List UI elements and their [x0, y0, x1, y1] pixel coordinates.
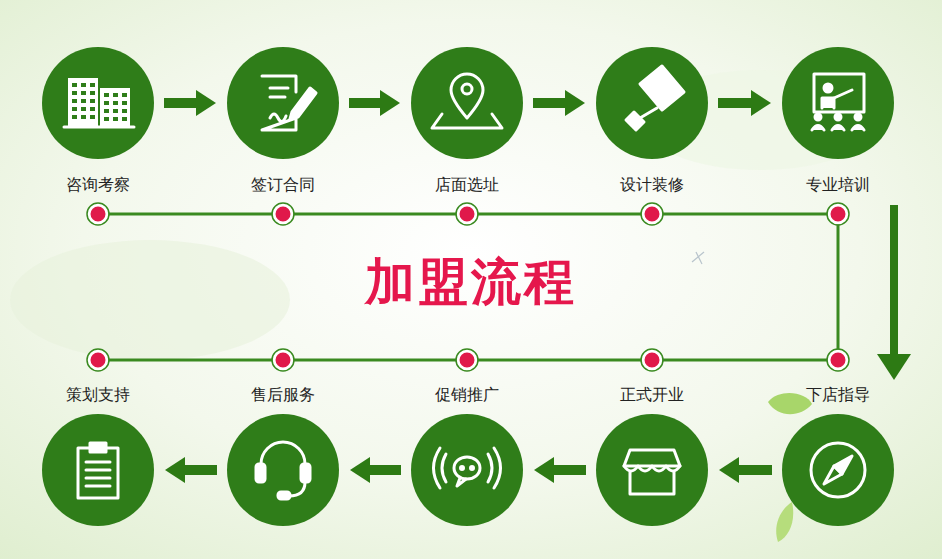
window: [113, 117, 118, 121]
step-label: 咨询考察: [40, 175, 156, 195]
window: [122, 117, 127, 121]
sparkle: [692, 252, 704, 264]
step-node: 下店指导: [780, 385, 896, 526]
step-label: 策划支持: [40, 385, 156, 405]
flow-arrow: [349, 98, 381, 108]
step-node: 促销推广: [409, 385, 525, 526]
step-circle: [596, 47, 708, 159]
window: [90, 91, 95, 95]
step-node: 店面选址: [409, 47, 525, 195]
window: [113, 101, 118, 105]
leaf: [768, 393, 812, 414]
step-label: 售后服务: [225, 385, 341, 405]
window: [72, 83, 77, 87]
promotion-icon: [434, 448, 501, 488]
flow-arrow: [718, 98, 752, 108]
shop-icon: [624, 450, 680, 494]
window: [72, 115, 77, 119]
step-circle: [596, 414, 708, 526]
leaf: [776, 502, 793, 542]
step-node: 售后服务: [225, 385, 341, 526]
step-circle: [411, 414, 523, 526]
building-icon: [64, 78, 134, 127]
window: [81, 91, 86, 95]
step-circle: [227, 414, 339, 526]
step-node: 设计装修: [594, 47, 710, 195]
window: [90, 107, 95, 111]
step-circle: [782, 47, 894, 159]
clipboard-icon: [78, 443, 118, 498]
step-node: 咨询考察: [40, 47, 156, 195]
flow-arrow: [184, 465, 217, 475]
blur-spot: [10, 240, 290, 360]
flow-arrow: [738, 465, 772, 475]
paint-roller-icon: [626, 66, 684, 130]
step-label: 专业培训: [780, 175, 896, 195]
window: [113, 109, 118, 113]
step-label: 下店指导: [780, 385, 896, 405]
flow-arrow: [164, 98, 197, 108]
window: [104, 101, 109, 105]
step-circle: [782, 414, 894, 526]
window: [90, 83, 95, 87]
contract-icon: [262, 76, 316, 130]
window: [104, 109, 109, 113]
step-label: 店面选址: [409, 175, 525, 195]
window: [122, 101, 127, 105]
training-icon: [812, 74, 864, 130]
step-node: 专业培训: [780, 47, 896, 195]
window: [90, 115, 95, 119]
window: [81, 107, 86, 111]
window: [104, 93, 109, 97]
diagram-title: 加盟流程: [271, 250, 671, 314]
window: [72, 91, 77, 95]
window: [90, 99, 95, 103]
step-label: 签订合同: [225, 175, 341, 195]
window: [72, 99, 77, 103]
step-circle: [42, 47, 154, 159]
location-icon: [432, 74, 502, 128]
flow-arrow: [553, 465, 586, 475]
window: [104, 117, 109, 121]
step-label: 促销推广: [409, 385, 525, 405]
step-node: 正式开业: [594, 385, 710, 526]
dot-rings: [87, 203, 849, 371]
timeline-dots: [89, 205, 847, 369]
window: [81, 115, 86, 119]
flow-arrow: [533, 98, 566, 108]
step-label: 正式开业: [594, 385, 710, 405]
flow-arrow: [369, 465, 401, 475]
headset-icon: [256, 442, 310, 499]
timeline: [98, 214, 838, 360]
step-circle: [227, 47, 339, 159]
compass-icon: [811, 443, 865, 497]
window: [122, 93, 127, 97]
step-label: 设计装修: [594, 175, 710, 195]
window: [81, 83, 86, 87]
step-circle: [42, 414, 154, 526]
flow-arrow: [890, 205, 898, 355]
step-node: 策划支持: [40, 385, 156, 526]
step-node: 签订合同: [225, 47, 341, 195]
window: [122, 109, 127, 113]
window: [113, 93, 118, 97]
window: [81, 99, 86, 103]
step-circle: [411, 47, 523, 159]
window: [72, 107, 77, 111]
